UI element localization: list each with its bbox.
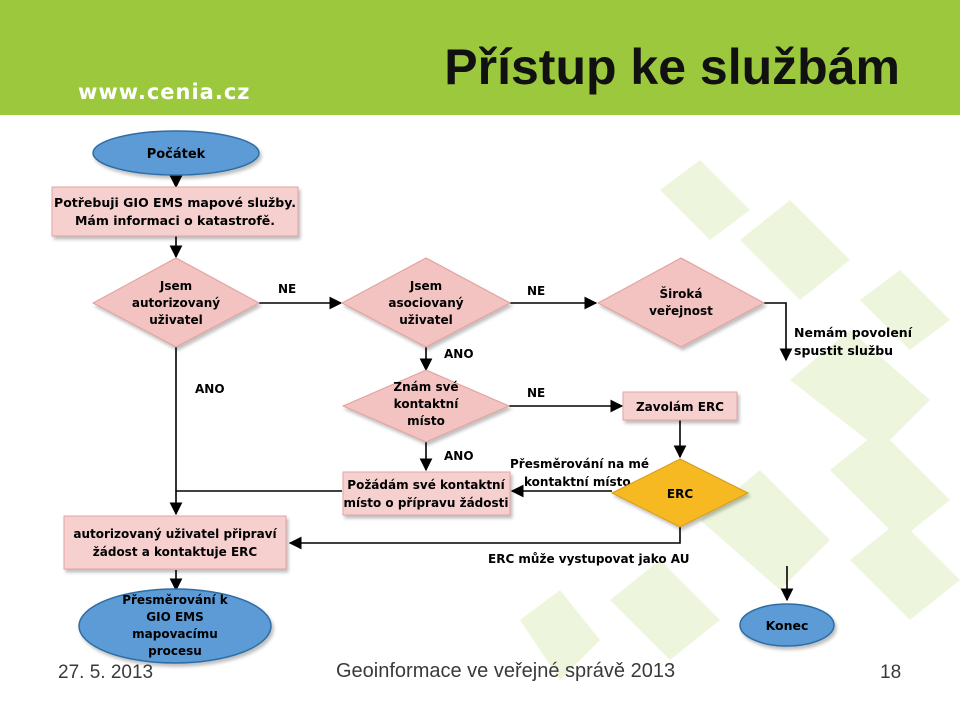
redirect-gio-line-4: procesu	[148, 644, 202, 658]
edge-label-ne-1: NE	[278, 282, 296, 296]
edge-label-ne-3: NE	[527, 386, 545, 400]
edge-label-ano-3: ANO	[444, 449, 474, 463]
associated-line-2: asociovaný	[388, 296, 463, 310]
end-oval	[739, 603, 835, 647]
edge-label-ano-2: ANO	[444, 347, 474, 361]
authorized-line-1: Jsem	[159, 279, 192, 293]
contact-line-2: kontaktní	[394, 397, 460, 411]
no-permission-line-1: Nemám povolení	[794, 325, 913, 340]
contact-line-1: Znám své	[393, 380, 458, 394]
contact-decision-diamond	[341, 369, 511, 443]
public-line-2: veřejnost	[649, 304, 713, 318]
need-line-2: Mám informaci o katastrofě.	[75, 213, 275, 228]
au-prepares-line-1: autorizovaný uživatel připraví	[73, 527, 277, 541]
erc-diamond	[610, 458, 750, 528]
au-prepares-box	[63, 515, 287, 570]
associated-decision-diamond	[340, 257, 512, 348]
call-erc-box	[622, 391, 738, 421]
redirect-gio-line-3: mapovacímu	[132, 627, 218, 641]
start-oval	[92, 130, 260, 176]
public-line-1: Široká	[660, 286, 703, 301]
edge-label-ne-2: NE	[527, 284, 545, 298]
associated-line-3: uživatel	[399, 313, 453, 327]
need-line-1: Potřebuji GIO EMS mapové služby.	[54, 195, 296, 210]
footer-text: Geoinformace ve veřejné správě 2013	[336, 660, 676, 682]
connectors	[169, 175, 794, 602]
redirect-contact-line-2: kontaktní místo	[524, 475, 631, 489]
start-label: Počátek	[147, 147, 206, 162]
request-contact-line-1: Požádám své kontaktní	[347, 478, 505, 492]
footer-date: 27. 5. 2013	[58, 662, 154, 683]
au-prepares-line-2: žádost a kontaktuje ERC	[93, 545, 258, 559]
public-diamond	[596, 257, 766, 348]
edge-label-ano-1: ANO	[195, 382, 225, 396]
redirect-gio-oval	[78, 588, 272, 664]
erc-label: ERC	[667, 487, 693, 501]
redirect-contact-line-1: Přesměrování na mé	[510, 457, 649, 471]
header-bar	[0, 0, 960, 115]
end-label: Konec	[766, 618, 809, 633]
slide-title: Přístup ke službám	[444, 39, 900, 95]
redirect-gio-line-2: GIO EMS	[146, 610, 203, 624]
authorized-line-3: uživatel	[149, 313, 203, 327]
background-decoration	[520, 160, 960, 680]
page-number: 18	[880, 662, 902, 683]
authorized-line-2: autorizovaný	[132, 296, 220, 310]
contact-line-3: místo	[407, 414, 445, 428]
need-box	[51, 186, 299, 237]
request-contact-line-2: místo o přípravu žádosti	[343, 496, 508, 510]
request-contact-box	[342, 471, 511, 516]
call-erc-label: Zavolám ERC	[636, 400, 724, 414]
erc-as-au-text: ERC může vystupovat jako AU	[488, 552, 689, 566]
no-permission-line-2: spustit službu	[794, 343, 893, 358]
authorized-decision-diamond	[91, 257, 261, 348]
associated-line-1: Jsem	[409, 279, 442, 293]
redirect-gio-line-1: Přesměrování k	[122, 593, 229, 607]
cenia-logo: www.cenia.cz	[78, 80, 251, 104]
